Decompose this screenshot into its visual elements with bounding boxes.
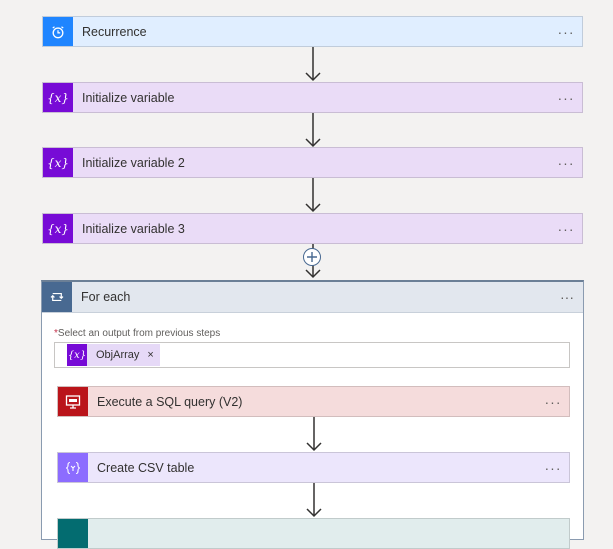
dynamic-content-token[interactable]: {x} ObjArray × [67,344,160,366]
connector-arrow [306,483,322,518]
step-title: Execute a SQL query (V2) [97,394,243,409]
select-output-label: *Select an output from previous steps [54,328,220,339]
step-title: Initialize variable 3 [82,221,185,236]
select-output-label-text: Select an output from previous steps [57,328,221,339]
step-title: Initialize variable [82,90,175,105]
loop-icon [42,282,72,312]
variable-glyph: {x} [46,221,70,236]
variable-icon: {x} [43,83,73,112]
remove-token-icon[interactable]: × [147,349,154,361]
step-title: Initialize variable 2 [82,155,185,170]
alarm-clock-icon [43,17,73,46]
variable-icon: {x} [67,344,87,366]
step-recurrence[interactable]: Recurrence ··· [42,16,583,47]
variable-glyph: {x} [46,155,70,170]
step-initialize-variable-2[interactable]: {x} Initialize variable 2 ··· [42,147,583,178]
more-options-icon[interactable]: ··· [560,289,574,305]
step-title: Recurrence [82,24,147,39]
select-output-input[interactable]: {x} ObjArray × [54,342,570,368]
step-initialize-variable[interactable]: {x} Initialize variable ··· [42,82,583,113]
token-label: ObjArray [96,349,140,361]
data-operation-icon [58,453,88,482]
step-initialize-variable-3[interactable]: {x} Initialize variable 3 ··· [42,213,583,244]
sql-server-icon [58,387,88,416]
variable-glyph: {x} [46,90,70,105]
action-icon [58,519,88,548]
variable-icon: {x} [43,214,73,243]
step-execute-sql-query[interactable]: Execute a SQL query (V2) ··· [57,386,570,417]
more-options-icon[interactable]: ··· [557,220,575,237]
step-title: Create CSV table [97,460,195,475]
variable-icon: {x} [43,148,73,177]
more-options-icon[interactable]: ··· [557,23,575,40]
insert-step-button[interactable] [303,248,321,266]
variable-glyph: {x} [67,349,87,361]
foreach-container: For each ··· *Select an output from prev… [41,280,584,549]
foreach-title: For each [81,290,131,304]
more-options-icon[interactable]: ··· [544,459,562,476]
plus-icon [307,252,317,262]
required-mark: * [54,328,58,339]
more-options-icon[interactable]: ··· [557,154,575,171]
more-options-icon[interactable]: ··· [544,393,562,410]
step-create-csv-table[interactable]: Create CSV table ··· [57,452,570,483]
foreach-header[interactable]: For each ··· [42,282,583,313]
more-options-icon[interactable]: ··· [557,89,575,106]
connector-arrow [306,417,322,452]
step-next-action[interactable] [57,518,570,549]
connector-arrow [305,47,321,82]
connector-arrow [305,113,321,148]
connector-arrow [305,178,321,213]
